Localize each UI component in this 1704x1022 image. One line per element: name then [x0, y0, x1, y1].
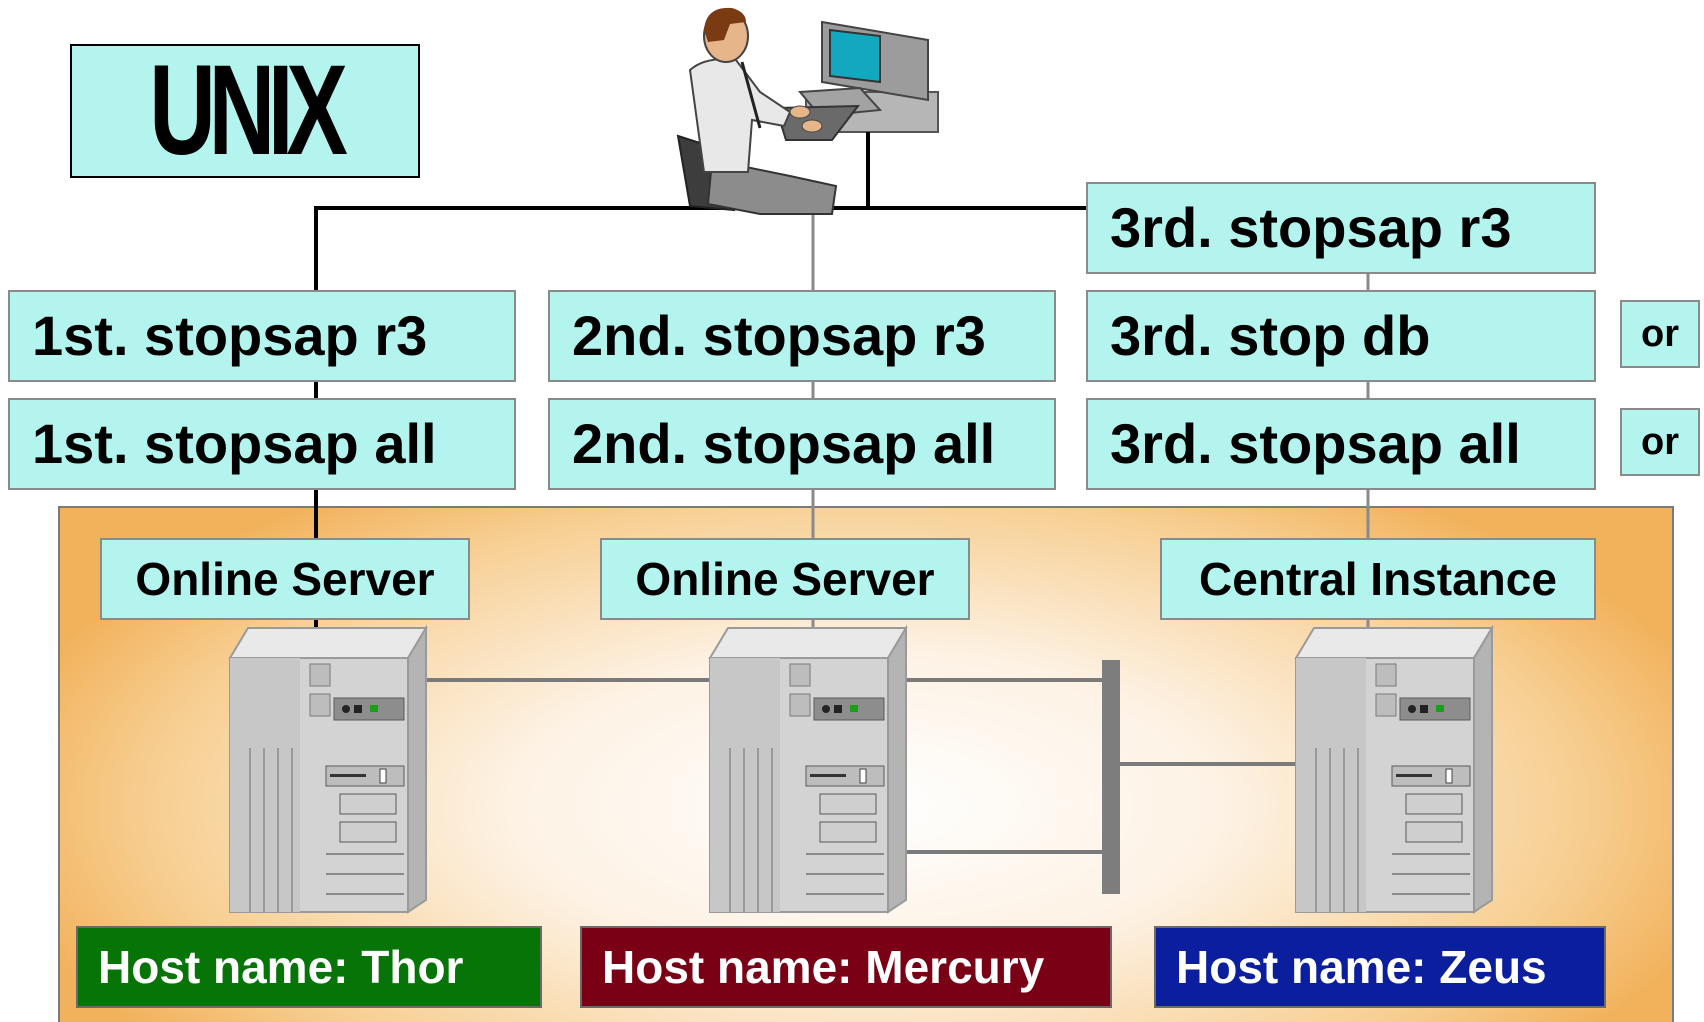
- server-tower-icon-zeus: [1295, 627, 1493, 913]
- role-text: Online Server: [135, 553, 435, 605]
- unix-title: UNIX: [149, 39, 348, 182]
- host-label-thor: Host name: Thor: [76, 926, 542, 1008]
- host-label-zeus: Host name: Zeus: [1154, 926, 1606, 1008]
- command-box-col2-2: 2nd. stopsap all: [548, 398, 1056, 490]
- network-backbone: [1102, 660, 1120, 894]
- role-text: Online Server: [635, 553, 935, 605]
- role-label-col1: Online Server: [100, 538, 470, 620]
- command-box-col1-2: 1st. stopsap all: [8, 398, 516, 490]
- host-text: Host name: Mercury: [602, 941, 1045, 993]
- command-label: 2nd. stopsap all: [572, 412, 996, 475]
- command-label: 3rd. stop db: [1110, 304, 1431, 367]
- server-tower-icon-mercury: [709, 627, 907, 913]
- command-box-col3-3: 3rd. stopsap all: [1086, 398, 1596, 490]
- host-text: Host name: Thor: [98, 941, 464, 993]
- tree-line-left: [314, 206, 1086, 290]
- command-label: 2nd. stopsap r3: [572, 304, 986, 367]
- command-label: 1st. stopsap r3: [32, 304, 428, 367]
- or-text: or: [1641, 312, 1679, 355]
- command-label: 3rd. stopsap r3: [1110, 196, 1512, 259]
- server-tower-icon-thor: [229, 627, 427, 913]
- command-box-col1-1: 1st. stopsap r3: [8, 290, 516, 382]
- command-label: 3rd. stopsap all: [1110, 412, 1521, 475]
- or-label-1: or: [1620, 300, 1700, 368]
- user-at-workstation-icon: [676, 7, 939, 215]
- command-box-col3-1: 3rd. stopsap r3: [1086, 182, 1596, 274]
- or-text: or: [1641, 420, 1679, 463]
- command-box-col3-2: 3rd. stop db: [1086, 290, 1596, 382]
- unix-title-box: UNIX: [70, 44, 420, 178]
- role-label-col2: Online Server: [600, 538, 970, 620]
- command-label: 1st. stopsap all: [32, 412, 437, 475]
- or-label-2: or: [1620, 408, 1700, 476]
- role-text: Central Instance: [1199, 553, 1557, 605]
- host-label-mercury: Host name: Mercury: [580, 926, 1112, 1008]
- host-text: Host name: Zeus: [1176, 941, 1547, 993]
- role-label-col3: Central Instance: [1160, 538, 1596, 620]
- command-box-col2-1: 2nd. stopsap r3: [548, 290, 1056, 382]
